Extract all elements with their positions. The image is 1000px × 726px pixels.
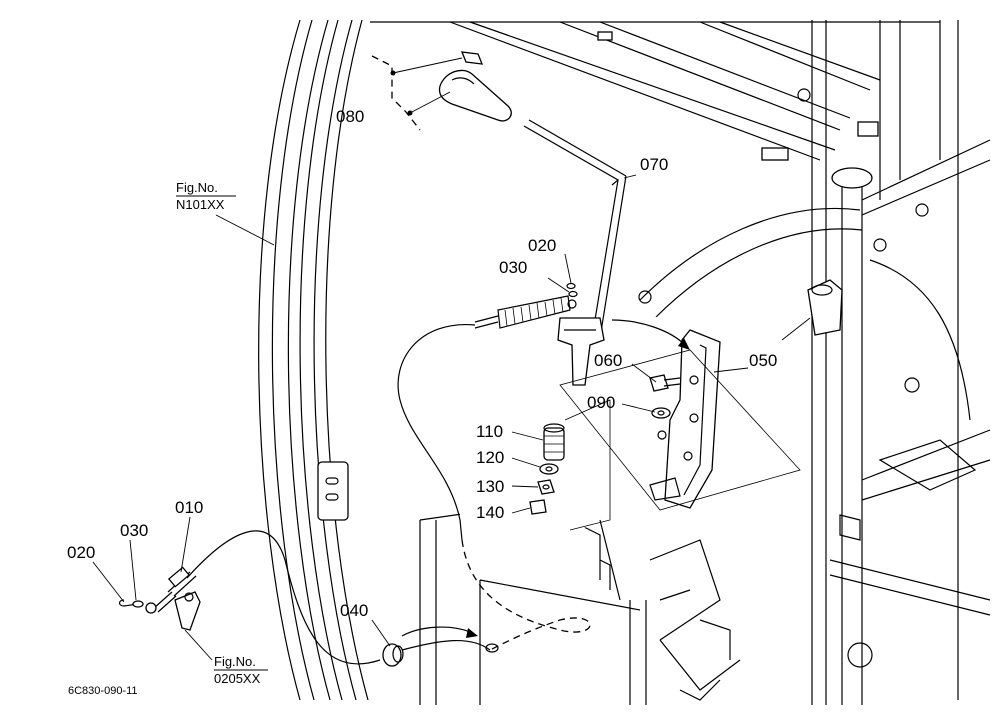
label-030-lower: 030 xyxy=(120,521,148,540)
label-090: 090 xyxy=(587,393,615,412)
part-labels: 010 020 020 030 030 040 050 060 070 080 … xyxy=(67,107,777,620)
label-060: 060 xyxy=(594,351,622,370)
lower-washer xyxy=(132,600,144,608)
fig-ref-bottom-line1: Fig.No. xyxy=(214,654,256,669)
fig-reference-bottom: Fig.No. 0205XX xyxy=(214,654,268,686)
lever-knob xyxy=(371,51,512,131)
assembly-arrows xyxy=(401,319,690,638)
label-010: 010 xyxy=(175,498,203,517)
fig-ref-bottom-line2: 0205XX xyxy=(214,671,261,686)
fig-reference-top: Fig.No. N101XX xyxy=(176,180,236,212)
lever-spring xyxy=(543,423,565,461)
throttle-lever xyxy=(523,119,627,386)
cable-grommet xyxy=(382,643,499,667)
fig-ref-top-line1: Fig.No. xyxy=(176,180,218,195)
leader-lines xyxy=(92,174,811,661)
spring-nut xyxy=(537,479,555,495)
cabin-frame xyxy=(258,19,991,705)
label-080: 080 xyxy=(336,107,364,126)
label-110: 110 xyxy=(476,422,503,441)
label-070: 070 xyxy=(640,155,668,174)
fig-ref-top-line2: N101XX xyxy=(176,197,225,212)
lower-cable-end xyxy=(145,566,201,631)
label-120: 120 xyxy=(476,448,504,467)
label-050: 050 xyxy=(749,351,777,370)
spring-cap xyxy=(529,499,547,515)
bracket-washer xyxy=(651,407,671,419)
label-040: 040 xyxy=(340,601,368,620)
cable-bracket xyxy=(649,329,721,509)
explode-box xyxy=(559,349,801,531)
label-020-lower: 020 xyxy=(67,543,95,562)
bracket-bolt xyxy=(649,374,681,392)
cable-spring xyxy=(474,295,577,329)
label-140: 140 xyxy=(476,503,504,522)
label-030-upper: 030 xyxy=(499,258,527,277)
throttle-cable xyxy=(186,324,591,665)
drawing-code: 6C830-090-11 xyxy=(68,685,138,697)
spring-washer xyxy=(539,463,559,475)
label-130: 130 xyxy=(476,477,504,496)
label-020-upper: 020 xyxy=(528,236,556,255)
upper-clip-pin xyxy=(547,253,578,298)
